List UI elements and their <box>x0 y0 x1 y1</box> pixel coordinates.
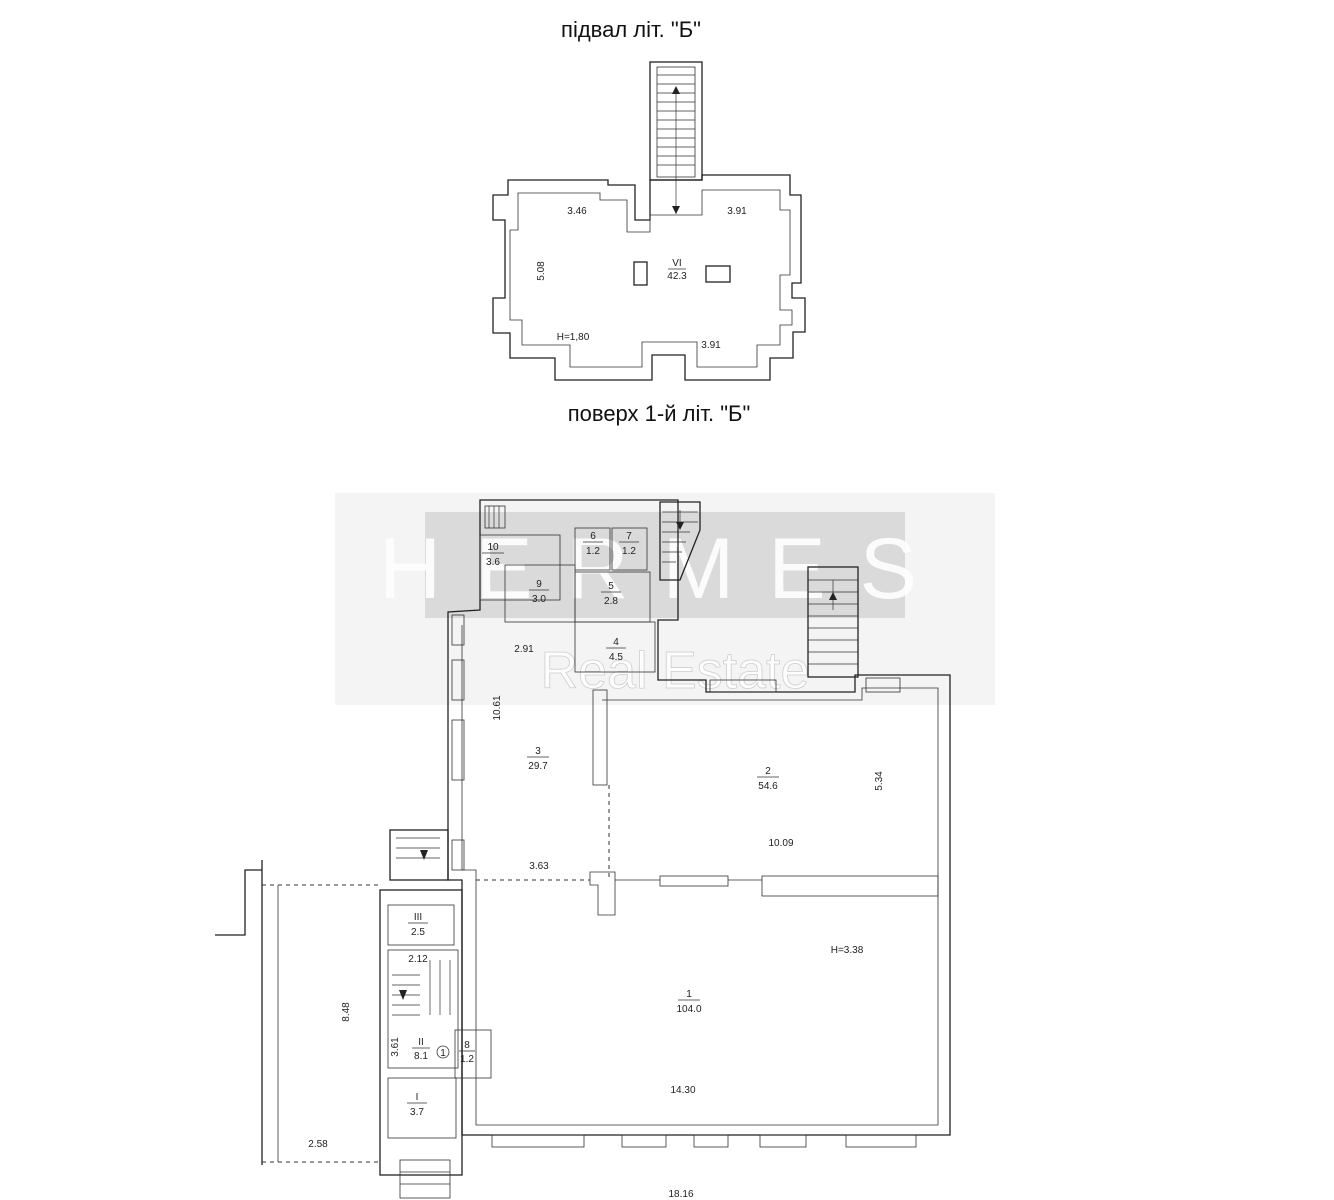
stair-arrow-down-icon <box>399 990 407 1000</box>
stair-arrow-up-icon <box>829 592 837 600</box>
room-number: 4 <box>613 637 619 648</box>
room-labels: 1 104.0 2 54.6 3 29.7 4 4.5 5 2.8 6 1.2 … <box>407 531 779 1118</box>
left-windows <box>451 614 465 871</box>
room-number: 3 <box>535 746 541 757</box>
room-number: 8 <box>464 1040 470 1051</box>
basement-stair <box>649 61 703 214</box>
room-area: 8.1 <box>414 1051 428 1062</box>
stair-arrow-down-icon <box>672 206 680 214</box>
dimension: 5.34 <box>874 771 885 791</box>
room-number: II <box>418 1037 424 1048</box>
dimension: 18.16 <box>668 1189 693 1200</box>
room-number: 9 <box>536 579 542 590</box>
top-stair <box>659 501 701 581</box>
dimension-labels: 2.91 10.61 3.63 5.34 10.09 14.30 18.16 2… <box>308 644 885 1200</box>
room-area: 29.7 <box>528 761 548 772</box>
room-number: I <box>416 1092 419 1103</box>
room-number: III <box>414 912 422 923</box>
room-area: 1.2 <box>622 546 636 557</box>
dimension: 14.30 <box>670 1085 695 1096</box>
left-annex: 1 <box>379 829 492 1199</box>
room-area: 3.7 <box>410 1107 424 1118</box>
dimension: 3.63 <box>529 861 549 872</box>
room-number: 2 <box>765 766 771 777</box>
stair-arrow-up-icon <box>672 86 680 94</box>
basement-dim: 3.91 <box>701 340 721 351</box>
stair-arrow-down-icon <box>420 850 428 860</box>
room-number: 5 <box>608 581 614 592</box>
left-passage <box>215 860 380 1165</box>
watermark-subtitle: Real Estate <box>541 642 810 700</box>
room-height: H=3.38 <box>831 945 864 956</box>
basement-dim: 5.08 <box>536 261 547 281</box>
watermark: HERMES Real Estate <box>335 493 995 705</box>
watermark-brand: HERMES <box>379 521 951 617</box>
right-stair <box>807 566 859 678</box>
room-area: 2.8 <box>604 596 618 607</box>
dimension: 2.58 <box>308 1139 328 1150</box>
room-area: 1.2 <box>460 1054 474 1065</box>
room-area: 3.0 <box>532 594 546 605</box>
stair-arrow-down-icon <box>676 522 684 530</box>
marker-circle-icon <box>436 1045 450 1059</box>
basement-dim: 3.91 <box>727 206 747 217</box>
dimension: 10.09 <box>768 838 793 849</box>
first-floor-plan: 1 1 104.0 2 54.6 3 29.7 4 4.5 <box>215 499 951 1200</box>
dimension: 2.91 <box>514 644 534 655</box>
room-area: 3.6 <box>486 557 500 568</box>
dimension: 3.61 <box>390 1037 401 1057</box>
basement-room-area: 42.3 <box>667 271 687 282</box>
upper-rooms <box>479 505 656 673</box>
room-area: 104.0 <box>676 1004 701 1015</box>
basement-dim: 3.46 <box>567 206 587 217</box>
room-area: 1.2 <box>586 546 600 557</box>
room-number: 7 <box>626 531 632 542</box>
marker-number: 1 <box>440 1048 446 1059</box>
dimension: 10.61 <box>492 695 503 720</box>
room-number: 10 <box>487 542 499 553</box>
room-area: 54.6 <box>758 781 778 792</box>
basement-room-number: VI <box>672 258 681 269</box>
basement-title: підвал літ. "Б" <box>561 17 701 42</box>
room-area: 4.5 <box>609 652 623 663</box>
dimension: 8.48 <box>341 1002 352 1022</box>
basement-column <box>633 261 648 286</box>
room-number: 6 <box>590 531 596 542</box>
basement-height: H=1,80 <box>557 332 590 343</box>
bottom-windows <box>491 1134 917 1148</box>
first-floor-title: поверх 1-й літ. "Б" <box>568 401 751 426</box>
room-area: 2.5 <box>411 927 425 938</box>
room-number: 1 <box>686 989 692 1000</box>
dimension: 2.12 <box>408 954 428 965</box>
basement-column <box>705 265 731 283</box>
basement-plan: VI 42.3 3.46 3.91 5.08 3.91 H=1,80 <box>492 61 806 381</box>
